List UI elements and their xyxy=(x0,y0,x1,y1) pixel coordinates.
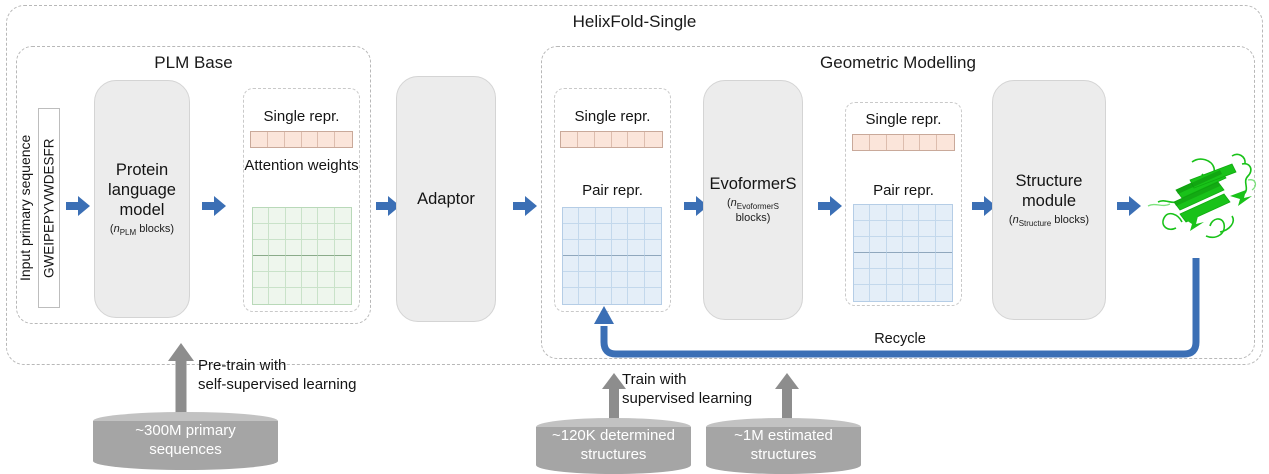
pretrain-label: Pre-train with self-supervised learning xyxy=(198,357,357,394)
arrow-adaptor-to-geometric-icon xyxy=(513,196,537,216)
geo-left-single-repr-label: Single repr. xyxy=(574,108,651,125)
arrow-structure-to-output-icon xyxy=(1117,196,1141,216)
primary-sequences-db: ~300M primary sequences xyxy=(93,412,278,470)
supervised-label: Train with supervised learning xyxy=(622,371,753,408)
geo-left-pair-repr-label: Pair repr. xyxy=(582,182,643,199)
input-sequence-text: GWEIPEPYVWDESFR xyxy=(41,138,57,278)
arrow-repr-to-evoformer-icon xyxy=(684,196,708,216)
plm-attention-weights-grid xyxy=(252,207,352,305)
cylinder-body xyxy=(536,427,691,465)
adaptor-box[interactable]: Adaptor xyxy=(396,76,496,322)
plm-base-frame xyxy=(16,46,371,324)
plm-single-repr-label: Single repr. xyxy=(263,108,340,125)
plm-single-repr-strip xyxy=(250,131,353,148)
arrow-plm-to-repr-icon xyxy=(202,196,226,216)
plm-module-blocks: (nPLM blocks) xyxy=(109,223,175,238)
cylinder-body xyxy=(706,427,861,465)
structure-module-blocks: (nStructure blocks) xyxy=(1008,214,1090,229)
arrow-plm-to-adaptor-icon xyxy=(376,196,400,216)
arrow-repr-to-structure-icon xyxy=(972,196,996,216)
estimated-structures-db-label: ~1M estimated structures xyxy=(734,427,833,463)
geometric-modelling-frame xyxy=(541,46,1255,359)
arrow-input-to-plm-icon xyxy=(66,196,90,216)
structure-module-name: Structure module xyxy=(1015,171,1083,211)
estimated-structures-db: ~1M estimated structures xyxy=(706,418,861,474)
adaptor-label: Adaptor xyxy=(417,189,475,208)
geo-left-single-repr-strip xyxy=(560,131,663,148)
geometric-modelling-title: Geometric Modelling xyxy=(820,53,976,72)
geo-right-single-repr-label: Single repr. xyxy=(865,111,942,128)
arrow-evoformer-to-repr-icon xyxy=(818,196,842,216)
plm-module-name: Protein language model xyxy=(108,160,176,220)
supervised-arrow-left-icon xyxy=(602,373,626,419)
pretrain-arrow-icon xyxy=(168,343,194,413)
structure-module-box[interactable]: Structure module (nStructure blocks) xyxy=(992,80,1106,320)
input-primary-sequence-label: Input primary sequence xyxy=(17,134,33,282)
recycle-label: Recycle xyxy=(874,331,926,347)
helixfold-single-frame xyxy=(6,5,1263,365)
geo-right-single-repr-strip xyxy=(852,134,955,151)
geo-right-pair-repr-grid xyxy=(853,204,953,302)
page-title: HelixFold-Single xyxy=(572,12,697,31)
supervised-arrow-right-icon xyxy=(775,373,799,419)
input-sequence-box: GWEIPEPYVWDESFR xyxy=(38,108,60,308)
cylinder-body xyxy=(93,421,278,461)
plm-attention-weights-label: Attention weights xyxy=(244,157,359,174)
plm-base-title: PLM Base xyxy=(154,53,233,72)
geo-left-pair-repr-grid xyxy=(562,207,662,305)
geo-right-pair-repr-label: Pair repr. xyxy=(873,182,934,199)
predicted-protein-structure-icon xyxy=(1146,136,1264,254)
determined-structures-db: ~120K determined structures xyxy=(536,418,691,474)
protein-language-model-box[interactable]: Protein language model (nPLM blocks) xyxy=(94,80,190,318)
primary-sequences-db-label: ~300M primary sequences xyxy=(135,422,236,458)
determined-structures-db-label: ~120K determined structures xyxy=(551,427,675,463)
evoformers-name: EvoformerS xyxy=(709,175,797,194)
